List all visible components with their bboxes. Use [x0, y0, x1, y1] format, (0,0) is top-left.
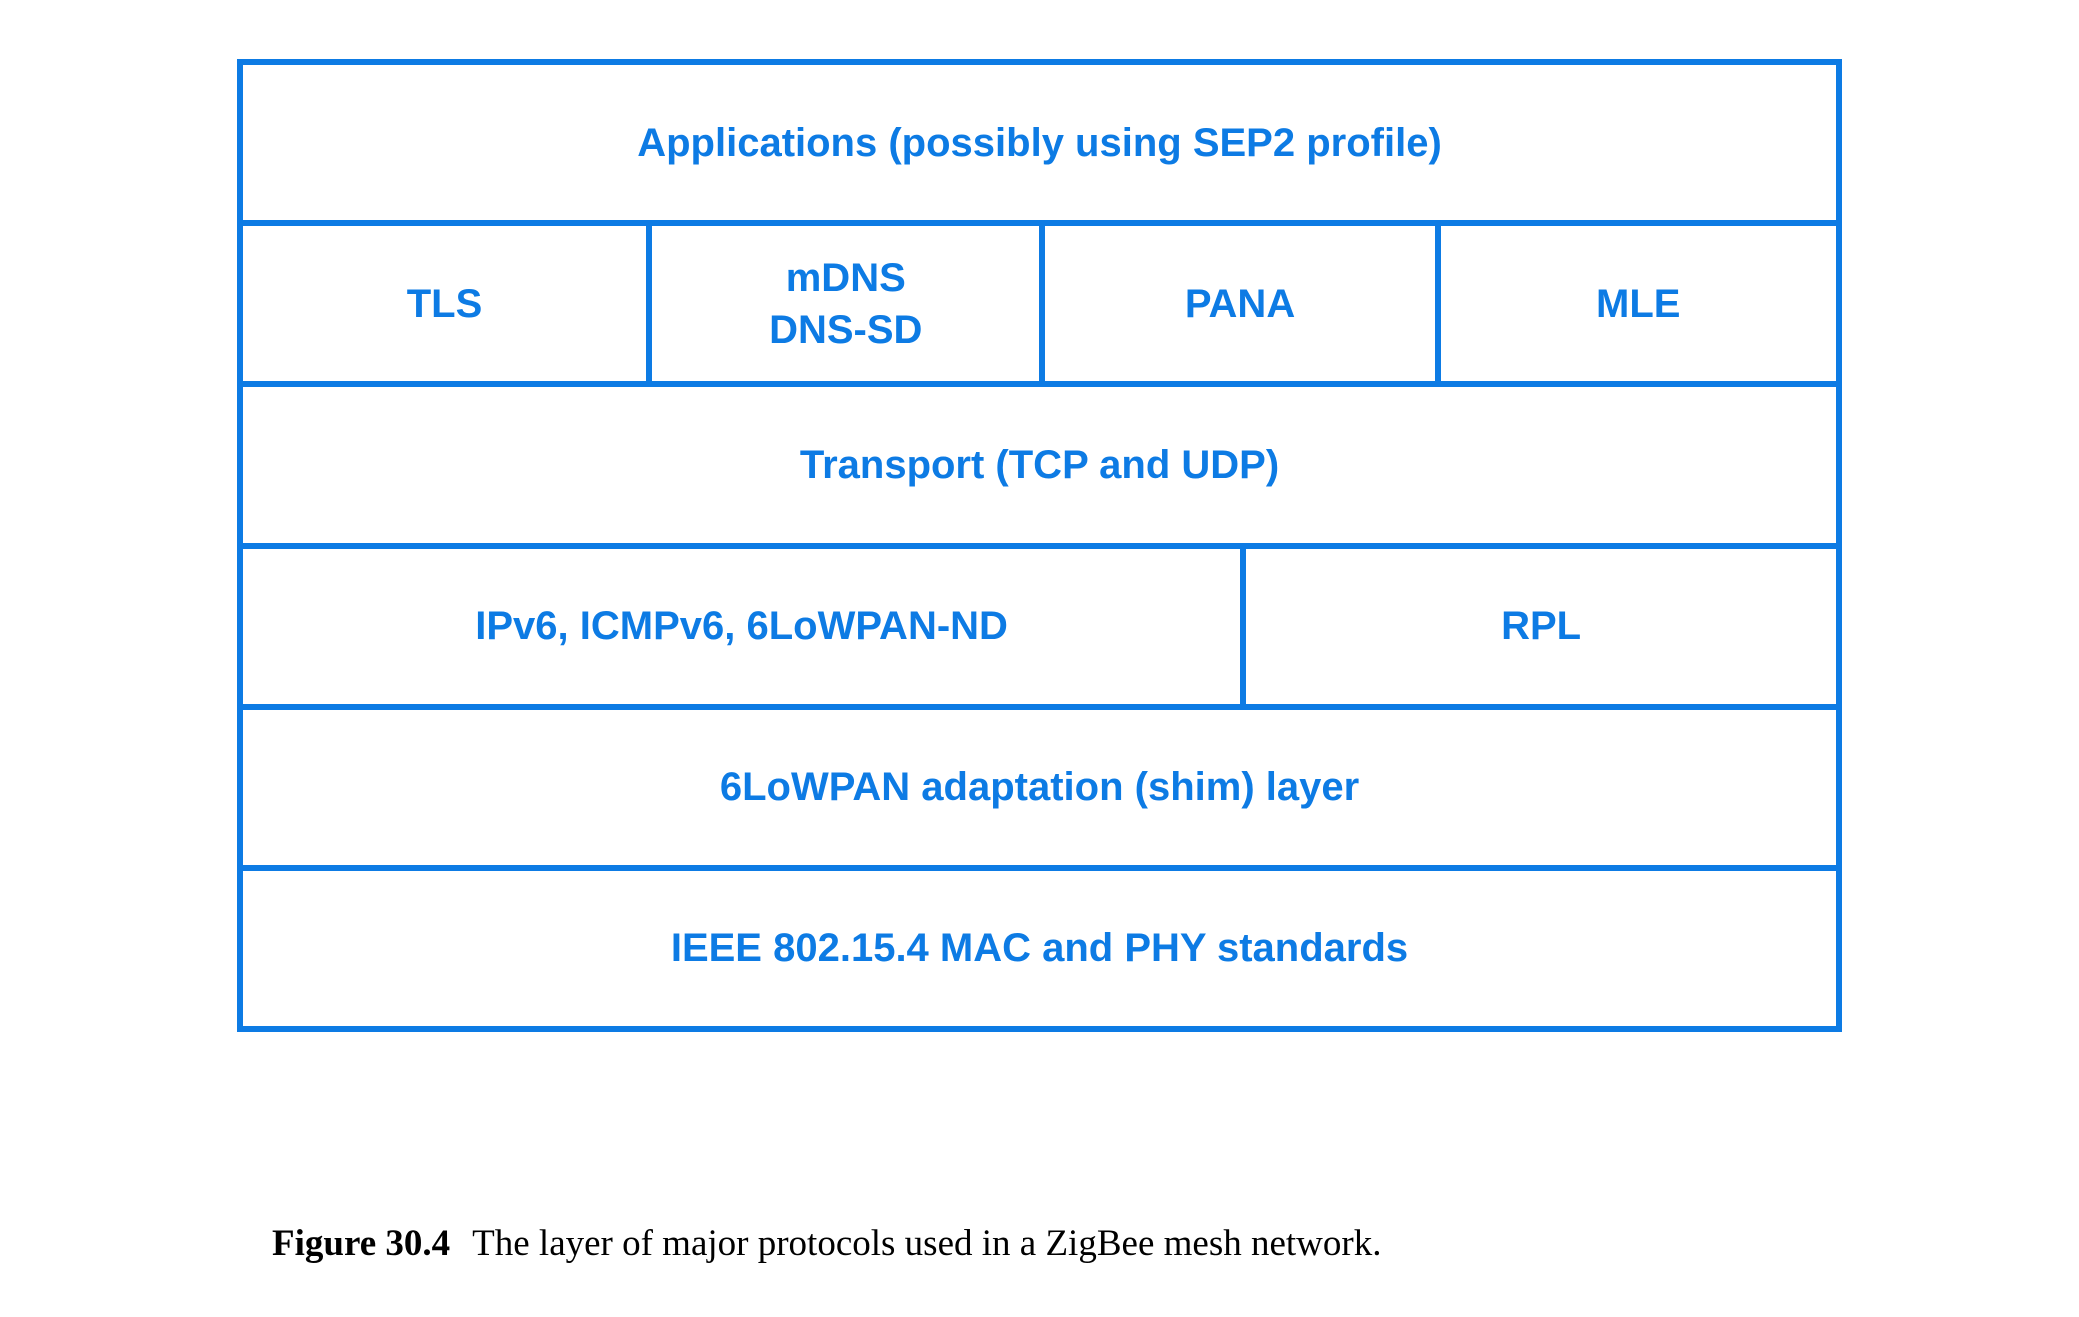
cell-ipv6-icmpv6-6lowpan-nd: IPv6, ICMPv6, 6LoWPAN-ND: [475, 604, 1008, 649]
cell-6lowpan-adaptation: 6LoWPAN adaptation (shim) layer: [719, 765, 1360, 810]
cell-mdns-dns-sd: mDNS DNS-SD: [646, 226, 1039, 382]
layer-row-transport: Transport (TCP and UDP): [243, 381, 1836, 542]
cell-mle: MLE: [1434, 226, 1836, 382]
cell-ieee-802-15-4: IEEE 802.15.4 MAC and PHY standards: [670, 926, 1409, 971]
layer-row-mac-phy: IEEE 802.15.4 MAC and PHY standards: [243, 864, 1836, 1026]
layer-row-applications: Applications (possibly using SEP2 profil…: [243, 65, 1836, 220]
cell-transport: Transport (TCP and UDP): [799, 442, 1280, 487]
layer-row-network: IPv6, ICMPv6, 6LoWPAN-ND RPL: [243, 542, 1836, 704]
figure-caption-text: The layer of major protocols used in a Z…: [472, 1223, 1382, 1264]
cell-applications: Applications (possibly using SEP2 profil…: [637, 120, 1442, 165]
layer-row-adaptation: 6LoWPAN adaptation (shim) layer: [243, 703, 1836, 865]
protocol-stack-diagram: Applications (possibly using SEP2 profil…: [237, 59, 1842, 1032]
cell-tls: TLS: [406, 281, 483, 326]
layer-row-services: TLS mDNS DNS-SD PANA MLE: [243, 220, 1836, 382]
figure-caption: Figure 30.4 The layer of major protocols …: [272, 1222, 1892, 1265]
figure-caption-number: Figure 30.4: [272, 1223, 451, 1264]
cell-pana: PANA: [1039, 226, 1434, 382]
cell-rpl: RPL: [1240, 548, 1836, 704]
